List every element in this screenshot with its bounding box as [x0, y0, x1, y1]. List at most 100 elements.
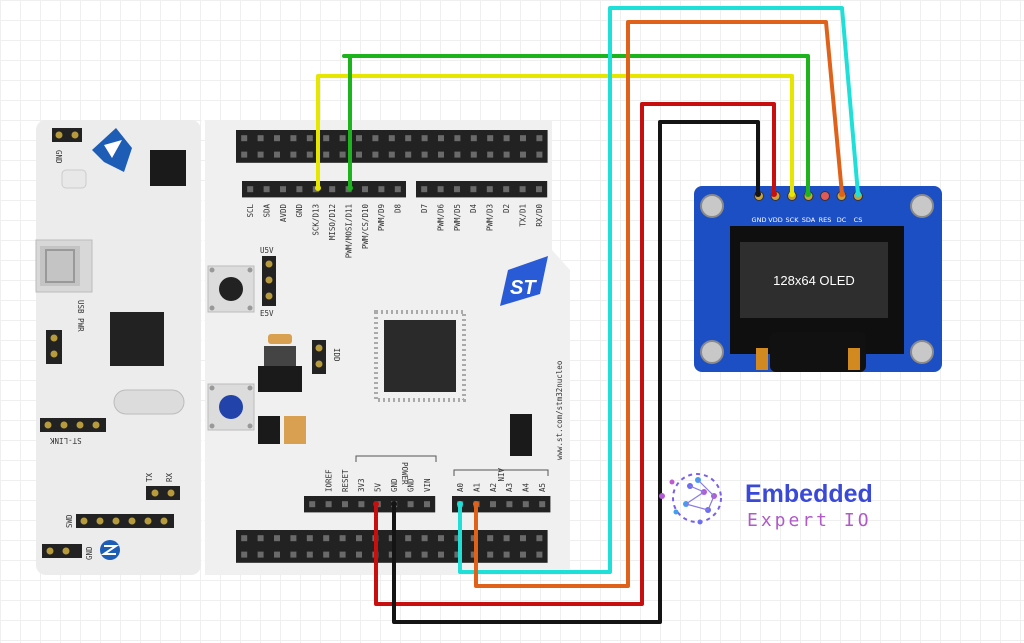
header-pin: [325, 501, 332, 508]
idd-jumper: [312, 340, 326, 374]
rx-label: RX: [165, 472, 174, 482]
ribbon-cable: [770, 332, 866, 372]
pin-label-3v3: 3V3: [357, 478, 366, 492]
embedded-expert-logo: Embedded Expert IO: [659, 473, 873, 531]
pin-label-5v: 5V: [374, 482, 383, 492]
header-pin: [247, 186, 254, 193]
st-logo-icon: [92, 128, 132, 172]
pin-label-gnd: GND: [295, 204, 304, 218]
pin-label-d8: D8: [394, 204, 403, 214]
header-pin: [388, 535, 395, 542]
header-pin: [296, 186, 303, 193]
pin-label-gnd-a: GND: [390, 478, 399, 492]
flex-tab-left: [756, 348, 768, 370]
header-pin: [241, 551, 248, 558]
header-pin: [470, 186, 477, 193]
header-pin: [257, 151, 264, 158]
mount-hole-tl: [700, 194, 724, 218]
wire-end-dot: [391, 501, 397, 507]
header-body: [242, 181, 406, 198]
header-pin: [388, 135, 395, 142]
pin-label-a4: A4: [522, 482, 531, 492]
st-link-label: ST-LINK: [50, 436, 82, 445]
header-pin: [257, 135, 264, 142]
led-icon: [61, 169, 87, 189]
header-pin: [503, 535, 510, 542]
header-pin: [323, 151, 330, 158]
pin-label-d10: PWM/CS/D10: [361, 204, 370, 250]
ain-labels: A0 A1 A2 A3 A4 A5: [456, 482, 547, 492]
pin-label-ioref: IOREF: [324, 469, 333, 492]
header-pin: [405, 535, 412, 542]
black-button: [207, 265, 255, 313]
morpho-header-top: [236, 130, 548, 163]
header-pin: [306, 151, 313, 158]
header-pin: [520, 135, 526, 142]
resistor-icon: [268, 334, 292, 344]
pin-label-gnd-b: GND: [406, 478, 415, 492]
oled-pin-label-sda: SDA: [802, 216, 816, 224]
idd-label: IDD: [332, 348, 341, 362]
st-link-header: [40, 418, 106, 432]
header-pin: [520, 151, 526, 158]
small-chip: [510, 414, 532, 456]
header-pin: [329, 186, 336, 193]
header-pin: [536, 135, 543, 142]
mount-hole-br: [910, 340, 934, 364]
header-pin: [490, 501, 496, 508]
wire-end-dot: [839, 191, 845, 197]
header-pin: [356, 135, 362, 142]
wires: [315, 6, 861, 624]
header-pin: [280, 186, 286, 193]
pin-label-avdd: AVDD: [279, 204, 288, 223]
pin-label-d4: D4: [469, 204, 478, 214]
header-pin: [487, 551, 494, 558]
ain-header: [452, 496, 551, 513]
header-pin: [503, 135, 510, 142]
header-pin: [454, 551, 461, 558]
header-body: [304, 496, 436, 513]
header-pin: [503, 551, 510, 558]
oled-pin-labels: GND VDD SCK SDA RES DC CS: [752, 216, 863, 224]
pin-label-vin: VIN: [423, 478, 432, 492]
morpho-header-bottom: [236, 530, 548, 563]
pin-label-d9: PWM/D9: [377, 204, 386, 231]
header-pin: [539, 501, 546, 508]
gnd-label-bottom: GND: [85, 546, 94, 560]
header-pin: [241, 535, 248, 542]
header-pin: [290, 151, 297, 158]
header-pin: [356, 151, 362, 158]
wire-end-dot: [347, 185, 353, 191]
header-pin: [323, 551, 330, 558]
oled-pin: [820, 191, 830, 201]
header-pin: [487, 535, 494, 542]
header-pin: [356, 551, 362, 558]
oled-pin-label-dc: DC: [837, 216, 847, 224]
header-pin: [372, 135, 379, 142]
wire-end-dot: [473, 501, 479, 507]
header-pin: [323, 535, 330, 542]
header-pin: [424, 501, 430, 508]
pin-label-a3: A3: [505, 483, 514, 492]
header-pin: [536, 151, 543, 158]
pin-label-a0: A0: [456, 482, 465, 492]
header-pin: [405, 551, 412, 558]
header-pin: [438, 535, 444, 542]
header-pin: [339, 551, 346, 558]
logo-line2: Expert IO: [747, 510, 872, 531]
pin-label-d7: D7: [420, 204, 429, 213]
header-pin: [438, 151, 444, 158]
pin-label-a2: A2: [489, 483, 498, 492]
power-bracket: [355, 455, 437, 462]
header-pin: [274, 151, 280, 158]
header-pin: [342, 501, 348, 508]
header-pin: [487, 135, 494, 142]
header-pin: [290, 135, 297, 142]
power-labels: IOREF RESET 3V3 5V GND GND VIN: [324, 469, 431, 492]
oled-pin-label-vdd: VDD: [768, 216, 782, 224]
header-pin: [503, 186, 510, 193]
wire-end-dot: [755, 191, 761, 197]
header-pin: [306, 535, 313, 542]
power-title: POWER: [400, 462, 409, 485]
